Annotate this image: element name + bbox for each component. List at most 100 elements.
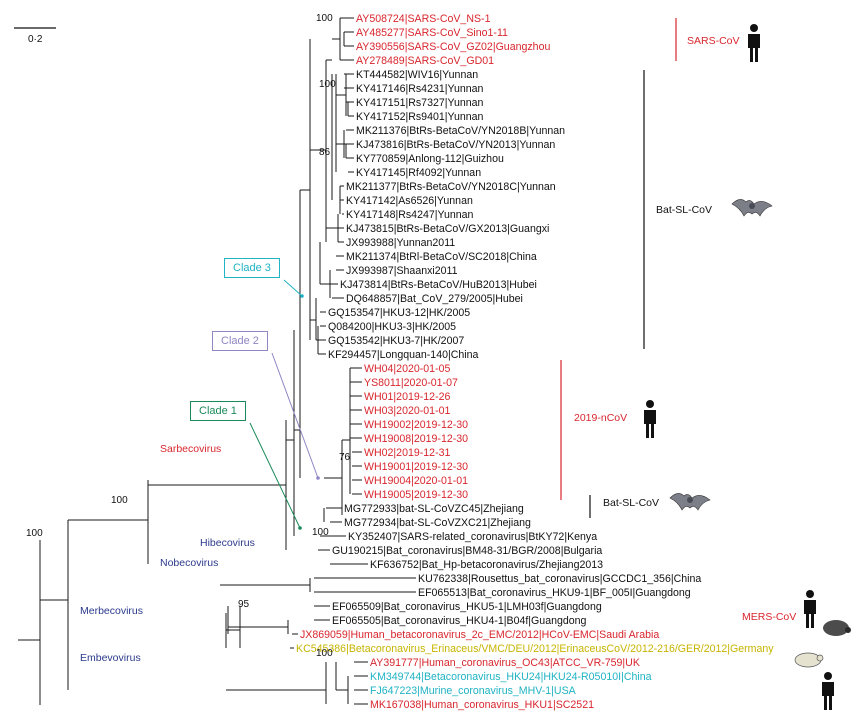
leaf-label: KJ473816|BtRs-BetaCoV/YN2013|Yunnan (356, 139, 555, 151)
leaf-label: MK211377|BtRs-BetaCoV/YN2018C|Yunnan (346, 181, 556, 193)
clade-2-label: Clade 2 (212, 331, 268, 351)
leaf-label: WH02|2019-12-31 (364, 447, 450, 459)
leaf-label: AY508724|SARS-CoV_NS-1 (356, 13, 491, 25)
leaf-label: AY391777|Human_coronavirus_OC43|ATCC_VR-… (370, 657, 640, 669)
mouse-icon (794, 652, 824, 668)
leaf-label: AY485277|SARS-CoV_Sino1-11 (356, 27, 508, 39)
hedgehog-icon (823, 620, 851, 636)
bootstrap-value: 100 (26, 528, 43, 539)
clade-pointer-line (283, 279, 303, 297)
leaf-label: KY417151|Rs7327|Yunnan (356, 97, 484, 109)
leaf-label: WH19005|2019-12-30 (364, 489, 468, 501)
scale-label: 0·2 (28, 34, 43, 45)
bootstrap-value: 100 (111, 495, 128, 506)
human-body (644, 410, 656, 438)
bat-head (687, 497, 693, 503)
subgenus-label: Nobecovirus (160, 557, 218, 569)
bootstrap-labels: 100 100 86 76 100 100 100 95 100 (26, 13, 351, 659)
human-body (804, 600, 816, 628)
leaf-label: MG772934|bat-SL-CoVZXC21|Zhejiang (344, 517, 531, 529)
leaf-label: MK167038|Human_coronavirus_HKU1|SC2521 (370, 699, 594, 711)
leaf-label: WH19002|2019-12-30 (364, 419, 468, 431)
clade-1-label: Clade 1 (190, 401, 246, 421)
subgenus-labels: SarbecovirusHibecovirusNobecovirusMerbec… (80, 443, 255, 664)
group-labels: SARS-CoV Bat-SL-CoV 2019-nCoV Bat-SL-CoV MER… (560, 18, 796, 623)
leaf-label: MG772933|bat-SL-CoVZC45|Zhejiang (344, 503, 524, 515)
subgenus-label: Merbecovirus (80, 605, 143, 617)
bat-head (749, 203, 755, 209)
clade-pointer-line (271, 352, 319, 479)
human-head (750, 24, 758, 32)
leaf-label: KJ473814|BtRs-BetaCoV/HuB2013|Hubei (340, 279, 537, 291)
leaf-label: WH19004|2020-01-01 (364, 475, 468, 487)
leaf-label: KY417142|As6526|Yunnan (346, 195, 473, 207)
clade-pointer-tip (298, 526, 302, 530)
clade-pointer-line (249, 422, 301, 529)
leaf-label: KF294457|Longquan-140|China (328, 349, 479, 361)
leaf-label: KY417148|Rs4247|Yunnan (346, 209, 474, 221)
clade-pointer-tip (316, 476, 320, 480)
leaf-label: KM349744|Betacoronavirus_HKU24|HKU24-R05… (370, 671, 652, 683)
clade-pointer-tip (300, 294, 304, 298)
leaf-label: YS8011|2020-01-07 (364, 377, 458, 389)
leaf-label: WH04|2020-01-05 (364, 363, 450, 375)
subgenus-label: Sarbecovirus (160, 443, 221, 455)
leaf-label: EF065505|Bat_coronavirus_HKU4-1|B04f|Gua… (332, 615, 587, 627)
subgenus-label: Embevovirus (80, 652, 141, 664)
leaf-label: KY417145|Rf4092|Yunnan (356, 167, 481, 179)
bat-icon (669, 493, 711, 511)
group-label: SARS-CoV (687, 35, 740, 47)
group-label: MERS-CoV (742, 611, 796, 623)
leaf-label: Q084200|HKU3-3|HK/2005 (328, 321, 456, 333)
human-icon (644, 400, 656, 438)
leaf-label: AY278489|SARS-CoV_GD01 (356, 55, 494, 67)
group-label: 2019-nCoV (574, 412, 627, 424)
mouse-body (794, 652, 822, 668)
leaf-label: WH01|2019-12-26 (364, 391, 450, 403)
group-label: Bat-SL-CoV (656, 204, 712, 216)
human-icon (804, 590, 816, 628)
leaf-label: FJ647223|Murine_coronavirus_MHV-1|USA (370, 685, 577, 697)
host-icons (644, 24, 851, 710)
bat-icon (731, 199, 773, 217)
clade-3-label: Clade 3 (224, 258, 280, 278)
leaf-label: JX993988|Yunnan2011 (346, 237, 455, 249)
leaf-label: WH19008|2019-12-30 (364, 433, 468, 445)
hedgehog-head (845, 627, 851, 633)
subgenus-label: Hibecovirus (200, 537, 255, 549)
bootstrap-value: 100 (312, 527, 329, 538)
group-label: Bat-SL-CoV (603, 497, 659, 509)
leaf-label: KY352407|SARS-related_coronavirus|BtKY72… (348, 531, 597, 543)
leaf-label: WH19001|2019-12-30 (364, 461, 468, 473)
bootstrap-value: 100 (316, 648, 333, 659)
leaf-label: KY770859|Anlong-112|Guizhou (356, 153, 504, 165)
leaf-labels: AY508724|SARS-CoV_NS-1AY485277|SARS-CoV_… (296, 13, 774, 711)
bootstrap-value: 100 (319, 79, 336, 90)
clade-pointers (249, 279, 320, 530)
leaf-label: GQ153542|HKU3-7|HK/2007 (328, 335, 464, 347)
human-head (824, 672, 832, 680)
scale-bar: 0·2 (14, 27, 56, 45)
leaf-label: KC545386|Betacoronavirus_Erinaceus/VMC/D… (296, 643, 774, 655)
bootstrap-value: 100 (316, 13, 333, 24)
human-head (806, 590, 814, 598)
leaf-label: WH03|2020-01-01 (364, 405, 450, 417)
leaf-label: KT444582|WIV16|Yunnan (356, 69, 478, 81)
leaf-label: DQ648857|Bat_CoV_279/2005|Hubei (346, 293, 523, 305)
leaf-label: MK211374|BtRl-BetaCoV/SC2018|China (346, 251, 537, 263)
leaf-label: GQ153547|HKU3-12|HK/2005 (328, 307, 470, 319)
leaf-label: JX869059|Human_betacoronavirus_2c_EMC/20… (300, 629, 659, 641)
leaf-label: KU762338|Rousettus_bat_coronavirus|GCCDC… (418, 573, 701, 585)
human-body (822, 682, 834, 710)
tree-branches (18, 17, 416, 705)
bootstrap-value: 76 (339, 452, 351, 463)
leaf-label: JX993987|Shaanxi2011 (346, 265, 458, 277)
leaf-label: EF065509|Bat_coronavirus_HKU5-1|LMH03f|G… (332, 601, 602, 613)
human-body (748, 34, 760, 62)
bootstrap-value: 95 (238, 599, 250, 610)
bootstrap-value: 86 (319, 147, 331, 158)
leaf-label: KJ473815|BtRs-BetaCoV/GX2013|Guangxi (346, 223, 549, 235)
leaf-label: KY417152|Rs9401|Yunnan (356, 111, 484, 123)
